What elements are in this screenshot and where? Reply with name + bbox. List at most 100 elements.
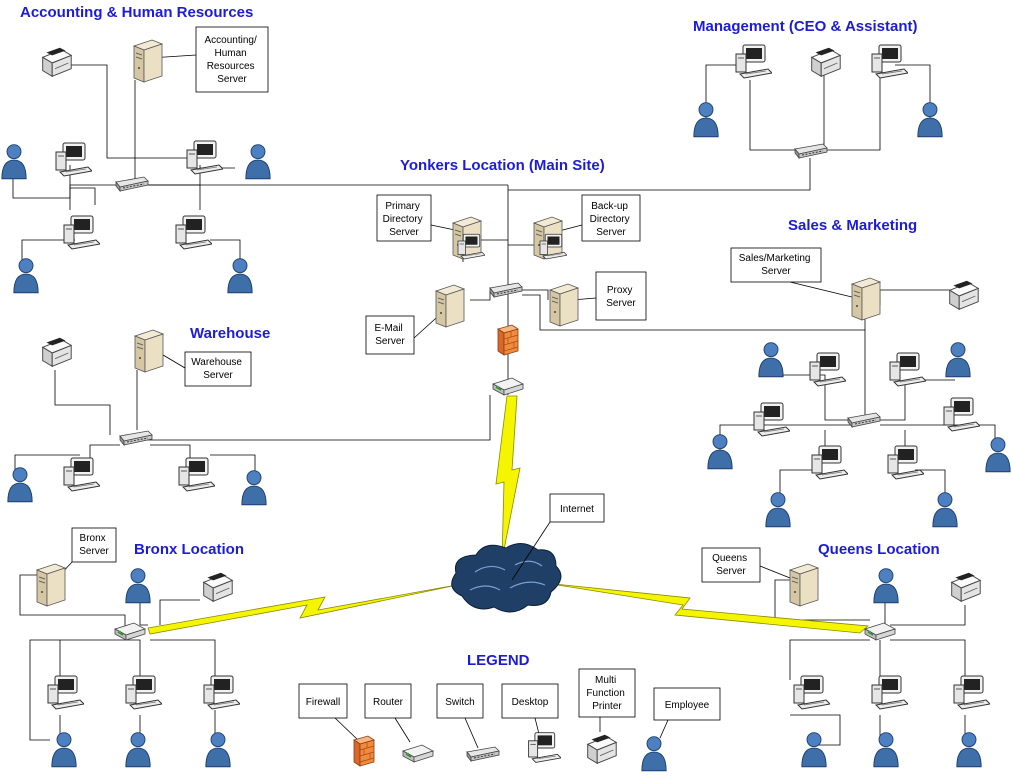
employee-icon	[7, 467, 33, 503]
desktop-icon	[735, 44, 772, 79]
desktop-icon	[63, 457, 100, 492]
svg-text:Desktop: Desktop	[512, 697, 549, 708]
title-accounting: Accounting & Human Resources	[20, 4, 253, 21]
desktop-icon	[186, 140, 223, 175]
svg-text:Back-up Directory: Back-up Directory Server	[590, 201, 633, 238]
employee-icon	[985, 437, 1011, 473]
employee-icon	[125, 568, 151, 604]
desktop-icon	[55, 142, 92, 177]
svg-text:E-Mail Server: E-Mail Server	[374, 323, 405, 347]
desktop-icon	[887, 445, 924, 480]
svg-text:Queens Server: Queens Server	[712, 553, 750, 577]
svg-text:Bronx Server: Bronx Server	[79, 533, 109, 557]
callout-proxy-server: Proxy Server	[571, 271, 647, 321]
switch-icon	[119, 430, 153, 446]
legend-switch: Switch	[436, 683, 500, 762]
desktop-icon	[125, 675, 162, 710]
firewall-icon	[353, 735, 375, 767]
callout-queens-server: Queens Server	[701, 547, 796, 583]
desktop-icon	[47, 675, 84, 710]
svg-text:Multi Function: Multi Function Printer	[586, 675, 627, 712]
bronx-server-icon	[36, 563, 66, 607]
switch-icon	[489, 282, 523, 298]
desktop-icon	[175, 215, 212, 250]
title-yonkers: Yonkers Location (Main Site)	[400, 157, 605, 174]
employee-icon	[956, 732, 982, 768]
employee-icon	[1, 144, 27, 180]
title-bronx: Bronx Location	[134, 541, 244, 558]
svg-text:Employee: Employee	[665, 700, 710, 711]
employee-icon	[205, 732, 231, 768]
warehouse-server-icon	[134, 329, 164, 373]
wan-link-queens	[544, 582, 869, 634]
employee-icon	[245, 144, 271, 180]
desktop-icon	[953, 675, 990, 710]
callout-backup-directory-server: Back-up Directory Server	[554, 194, 641, 242]
svg-text:Accounting/ Human: Accounting/ Human Resources Server	[204, 35, 259, 85]
printer-icon	[949, 280, 979, 310]
sales-server-icon	[851, 277, 881, 321]
email-server-icon	[435, 284, 465, 328]
desktop-icon	[871, 675, 908, 710]
printer-icon	[203, 572, 233, 602]
title-sales: Sales & Marketing	[788, 217, 917, 234]
callout-primary-directory-server: Primary Directory Server	[376, 194, 456, 242]
wan-links	[147, 395, 869, 635]
employee-icon	[945, 342, 971, 378]
employee-icon	[693, 102, 719, 138]
employee-icon	[917, 102, 943, 138]
proxy-server-icon	[549, 283, 579, 327]
svg-text:Warehouse Server: Warehouse Server	[191, 357, 245, 381]
desktop-icon	[753, 402, 790, 437]
title-legend: LEGEND	[467, 652, 530, 669]
employee-icon	[873, 568, 899, 604]
wan-link-yonkers	[495, 395, 521, 561]
printer-icon	[951, 572, 981, 602]
legend-firewall: Firewall	[298, 683, 375, 767]
desktop-icon	[943, 397, 980, 432]
firewall-icon	[497, 324, 519, 356]
svg-text:Proxy Server: Proxy Server	[606, 285, 636, 309]
legend-router: Router	[364, 683, 434, 763]
svg-text:Internet: Internet	[560, 504, 594, 515]
switch-icon	[794, 143, 828, 159]
printer-icon	[587, 734, 617, 764]
employee-icon	[758, 342, 784, 378]
employee-icon	[707, 434, 733, 470]
desktop-icon	[528, 732, 561, 763]
callout-internet: Internet	[511, 493, 605, 581]
employee-icon	[13, 258, 39, 294]
callout-bronx-server: Bronx Server	[59, 527, 117, 576]
desktop-icon	[809, 352, 846, 387]
switch-icon	[115, 176, 149, 192]
switch-icon	[466, 746, 500, 762]
internet-cloud-icon	[451, 543, 562, 613]
router-icon	[492, 377, 524, 396]
employee-icon	[227, 258, 253, 294]
employee-icon	[873, 732, 899, 768]
router-icon	[402, 744, 434, 763]
employee-icon	[932, 492, 958, 528]
printer-icon	[42, 47, 72, 77]
queens-server-icon	[789, 563, 819, 607]
desktop-icon	[63, 215, 100, 250]
employee-icon	[641, 736, 667, 772]
legend-employee: Employee	[641, 687, 721, 772]
desktop-icon	[811, 445, 848, 480]
employee-icon	[241, 470, 267, 506]
desktop-icon	[889, 352, 926, 387]
svg-text:Sales/Marketing Server: Sales/Marketing Server	[739, 253, 813, 277]
employee-icon	[765, 492, 791, 528]
callout-sales-server: Sales/Marketing Server	[730, 247, 857, 299]
title-warehouse: Warehouse	[190, 325, 270, 342]
svg-text:Primary Directory: Primary Directory Server	[383, 201, 426, 238]
callout-email-server: E-Mail Server	[365, 309, 446, 355]
svg-text:Firewall: Firewall	[306, 697, 340, 708]
accounting-server-icon	[133, 39, 163, 83]
employee-icon	[51, 732, 77, 768]
callout-warehouse-server: Warehouse Server	[157, 351, 252, 387]
desktop-icon	[203, 675, 240, 710]
callout-accounting-server: Accounting/ Human Resources Server	[149, 26, 269, 93]
router-icon	[864, 622, 896, 641]
